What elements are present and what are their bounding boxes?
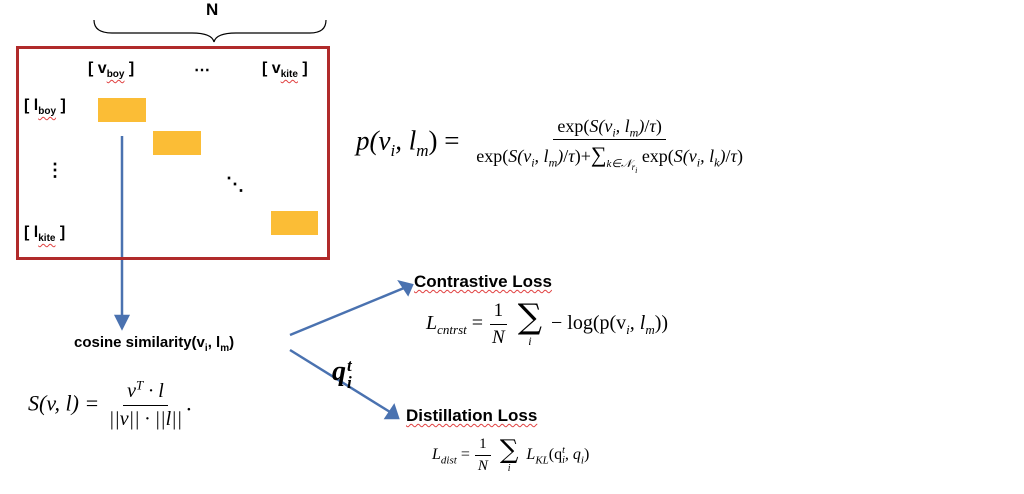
diag-dots: ⋱ [226,174,244,194]
row-header-last: [ lkite ] [24,224,66,245]
probability-numerator: exp(S(vi, lm)/τ) [553,116,666,140]
brace-label: N [206,0,219,19]
contrastive-loss-title: Contrastive Loss [414,272,552,291]
col-header-last: [ vkite ] [262,60,308,81]
diag-block-last [271,211,318,235]
similarity-matrix [16,46,330,260]
cosine-formula: S(v, l) = vT · l ||v|| · ||l|| . [28,377,192,430]
diag-block-1 [98,98,146,122]
col-header-first: [ vboy ] [88,60,135,81]
probability-formula: p(vi, lm) = exp(S(vi, lm)/τ) exp(S(vi, l… [356,116,747,175]
row-header-first: [ lboy ] [24,97,66,118]
distillation-loss-title: Distillation Loss [406,406,538,425]
probability-denominator: exp(S(vi, lm)/τ)+∑k∈𝒩ri exp(S(vi, lk)/τ) [476,142,743,175]
arrows [113,136,414,420]
col-header-dots: ⋯ [194,62,210,79]
diag-block-2 [153,131,201,155]
row-header-dots: ⋮ [46,160,64,180]
cosine-similarity-label: cosine similarity(vi, lm) [74,334,235,354]
